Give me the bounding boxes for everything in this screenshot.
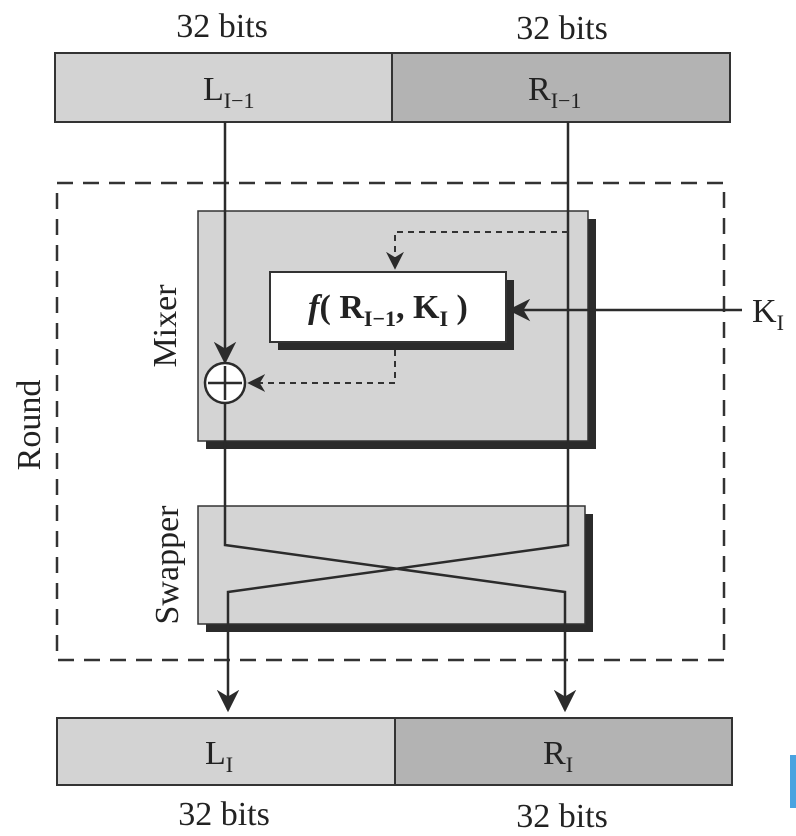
left-half-input <box>54 52 393 123</box>
right-half-output <box>394 717 733 786</box>
mixer <box>197 210 596 449</box>
swapper-label: Swapper <box>149 505 186 625</box>
right-to-left-output-line <box>216 122 570 713</box>
function-label: f( RI−1, KI ) <box>308 289 468 331</box>
right-output-label: RI <box>543 735 573 777</box>
top-register: LI−1 RI−1 <box>54 52 731 123</box>
left-input-label: LI−1 <box>203 71 255 113</box>
top-left-width: 32 bits <box>176 8 268 45</box>
function-rect <box>269 271 507 343</box>
function-box: f( RI−1, KI ) <box>269 271 514 350</box>
bottom-register: LI RI <box>56 717 733 786</box>
right-to-function-dashed-arrow <box>386 231 568 270</box>
mixer-label: Mixer <box>147 284 184 368</box>
round-label: Round <box>11 380 48 471</box>
bottom-right-width: 32 bits <box>516 798 608 835</box>
swapper <box>197 505 593 632</box>
bottom-left-width: 32 bits <box>178 796 270 833</box>
top-right-width: 32 bits <box>516 10 608 47</box>
right-input-label: RI−1 <box>528 71 581 113</box>
left-half-output <box>56 717 396 786</box>
key-label: KI <box>752 293 784 335</box>
left-output-label: LI <box>205 735 233 777</box>
right-half-input <box>391 52 731 123</box>
text-cursor-bar <box>790 755 796 808</box>
swapper-box <box>197 505 586 625</box>
function-to-xor-dashed-arrow <box>247 350 396 392</box>
xor-icon <box>203 361 247 405</box>
